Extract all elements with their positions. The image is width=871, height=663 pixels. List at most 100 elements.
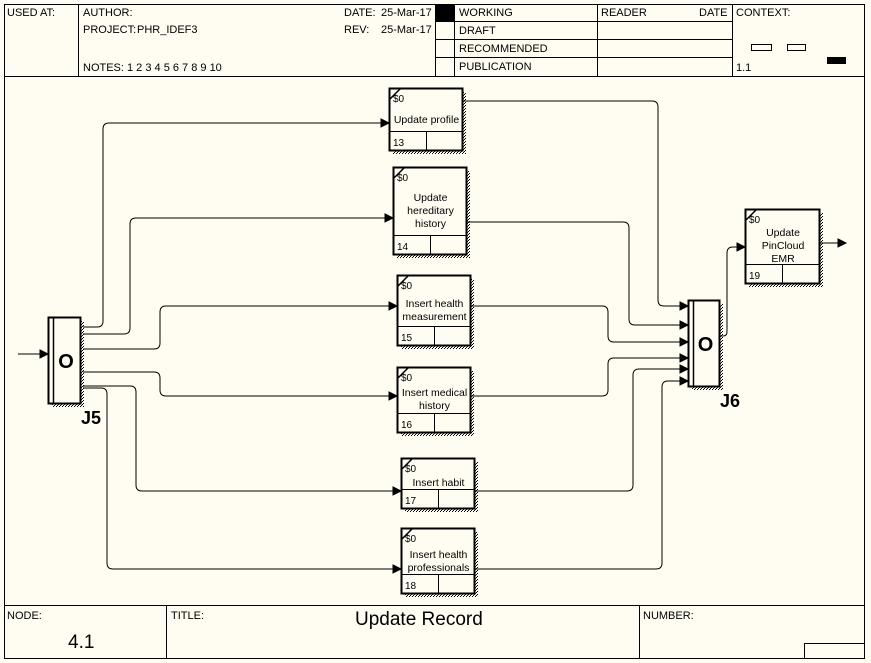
box-corner-mark [397, 367, 409, 379]
box-label-line: Insert habit [413, 477, 465, 489]
precedence-link [83, 305, 397, 350]
arrowhead [392, 564, 403, 574]
arrowhead [392, 486, 403, 496]
node-value: 4.1 [68, 632, 95, 653]
status-draft: DRAFT [459, 25, 496, 37]
date-value: 25-Mar-17 [381, 7, 432, 19]
precedence-link [470, 357, 688, 397]
box-corner-mark [393, 167, 405, 179]
box-label-line: professionals [408, 562, 470, 574]
precedence-link [474, 368, 688, 492]
diagram-title: Update Record [355, 609, 483, 630]
arrowhead [679, 376, 690, 386]
box-cost: $0 [393, 94, 405, 105]
status-working: WORKING [459, 7, 513, 19]
box-label-line: history [419, 400, 451, 412]
context-value: 1.1 [736, 62, 752, 74]
junction-symbol: O [698, 334, 714, 356]
precedence-link [83, 387, 401, 570]
arrowhead [679, 301, 690, 311]
box-cost: $0 [397, 173, 409, 184]
box-corner-mark [745, 209, 757, 221]
node-label: NODE: [7, 610, 42, 622]
precedence-link [470, 305, 688, 343]
number-label: NUMBER: [643, 610, 694, 622]
arrowhead [388, 301, 399, 311]
arrowhead [679, 320, 690, 330]
box-label-line: Update profile [394, 114, 460, 126]
box-label-line: PinCloud [762, 240, 805, 252]
box-number: 15 [401, 333, 413, 344]
box-corner-mark [397, 275, 409, 287]
junction-symbol: O [58, 351, 74, 373]
box-frame [400, 527, 476, 595]
arrowhead [384, 213, 395, 223]
box-corner-mark [401, 528, 413, 540]
arrowhead [679, 364, 690, 374]
notes-label: NOTES: [83, 62, 124, 74]
box-label-line: Update [766, 227, 800, 239]
reader-label: READER [601, 7, 647, 19]
box-label-line: history [415, 218, 447, 230]
project-label: PROJECT: [83, 24, 137, 36]
box-label-line: hereditary [407, 205, 454, 217]
arrowhead [380, 118, 391, 128]
junction-label: J5 [81, 408, 101, 428]
box-cost: $0 [401, 373, 413, 384]
notes-value: 1 2 3 4 5 6 7 8 9 10 [127, 62, 222, 74]
junction-label: J6 [720, 391, 740, 411]
precedence-link [474, 380, 688, 570]
box-label-line: Insert health [406, 298, 464, 310]
arrowhead [679, 337, 690, 347]
box-number: 14 [397, 242, 409, 253]
box-number: 13 [393, 138, 405, 149]
reader-date-label: DATE [699, 7, 728, 19]
box-cost: $0 [401, 281, 413, 292]
arrowhead [837, 238, 848, 248]
box-label-line: EMR [771, 253, 795, 265]
precedence-link [83, 217, 393, 335]
box-label-line: measurement [402, 311, 466, 323]
box-label-line: Update [414, 192, 448, 204]
precedence-link [719, 246, 745, 337]
precedence-link [83, 371, 397, 397]
arrowhead [736, 242, 747, 252]
arrowhead [39, 349, 50, 359]
box-cost: $0 [405, 464, 417, 475]
status-publication: PUBLICATION [459, 61, 532, 73]
title-label: TITLE: [171, 610, 205, 622]
project-value: PHR_IDEF3 [137, 24, 198, 36]
box-cost: $0 [749, 215, 761, 226]
box-label-line: Insert medical [402, 387, 467, 399]
author-label: AUTHOR: [83, 7, 133, 19]
status-recommended: RECOMMENDED [459, 43, 548, 55]
arrowhead [679, 353, 690, 363]
rev-label: REV: [344, 24, 370, 36]
box-number: 16 [401, 420, 413, 431]
box-number: 18 [405, 581, 417, 592]
junction-j5[interactable]: O J5 [47, 316, 102, 428]
box-number: 19 [749, 271, 761, 282]
precedence-link [466, 221, 688, 326]
precedence-link [83, 122, 389, 328]
date-label: DATE: [344, 7, 376, 19]
arrowhead [388, 391, 399, 401]
box-corner-mark [389, 88, 401, 100]
precedence-link [83, 385, 401, 492]
box-number: 17 [405, 496, 417, 507]
box-cost: $0 [405, 534, 417, 545]
used-at-label: USED AT: [7, 7, 56, 19]
context-label: CONTEXT: [736, 7, 791, 19]
box-corner-mark [401, 458, 413, 470]
junction-j6[interactable]: O J6 [687, 299, 741, 411]
